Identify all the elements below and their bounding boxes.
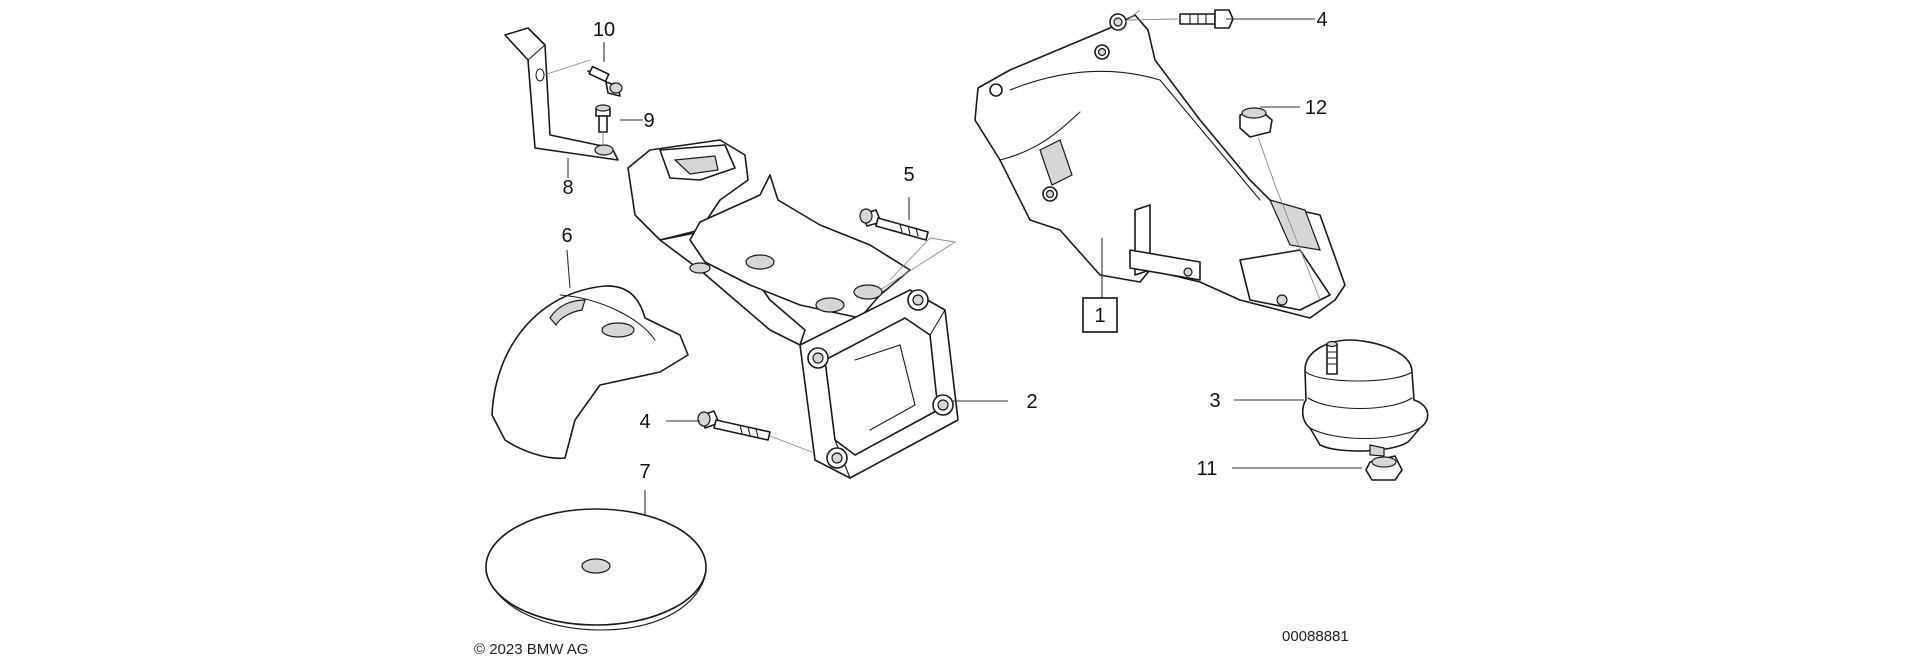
callout-8[interactable]: 8	[562, 177, 573, 199]
engine-support-part-2[interactable]	[627, 139, 959, 479]
bolt-part-10[interactable]	[587, 65, 623, 97]
callout-6[interactable]: 6	[561, 225, 572, 247]
callout-4-left[interactable]: 4	[639, 411, 650, 433]
heat-shield-part-6[interactable]	[491, 285, 689, 460]
bolt-part-9[interactable]	[595, 104, 611, 145]
nut-part-11[interactable]	[1365, 455, 1403, 481]
callout-1[interactable]: 1	[1094, 305, 1105, 327]
callout-10[interactable]: 10	[593, 19, 615, 41]
callout-labels: 10 9 8 6 5 2 4 7 4 12 3 11 1	[561, 9, 1327, 483]
leader-lines	[566, 18, 1362, 515]
engine-carrier-part-1[interactable]	[974, 9, 1346, 319]
bracket-part-8[interactable]	[504, 27, 619, 161]
nut-part-12[interactable]	[1239, 107, 1321, 301]
callout-12[interactable]: 12	[1305, 97, 1327, 119]
callout-3[interactable]: 3	[1209, 390, 1220, 412]
bolt-part-4-left[interactable]	[697, 410, 813, 453]
callout-11[interactable]: 11	[1197, 458, 1218, 480]
bolt-part-4-right[interactable]	[1127, 9, 1234, 29]
diagram-number: 00088881	[1282, 628, 1349, 645]
copyright-text: © 2023 BMW AG	[474, 641, 588, 658]
callout-5[interactable]: 5	[903, 164, 914, 186]
callout-1-box	[1082, 297, 1118, 333]
callout-7[interactable]: 7	[639, 461, 650, 483]
disc-part-7[interactable]	[485, 508, 707, 631]
callout-9[interactable]: 9	[643, 110, 654, 132]
callout-4-right[interactable]: 4	[1316, 9, 1327, 31]
bolt-part-5[interactable]	[859, 208, 957, 291]
callout-2[interactable]: 2	[1026, 391, 1037, 413]
engine-mount-part-3[interactable]	[1301, 339, 1429, 457]
